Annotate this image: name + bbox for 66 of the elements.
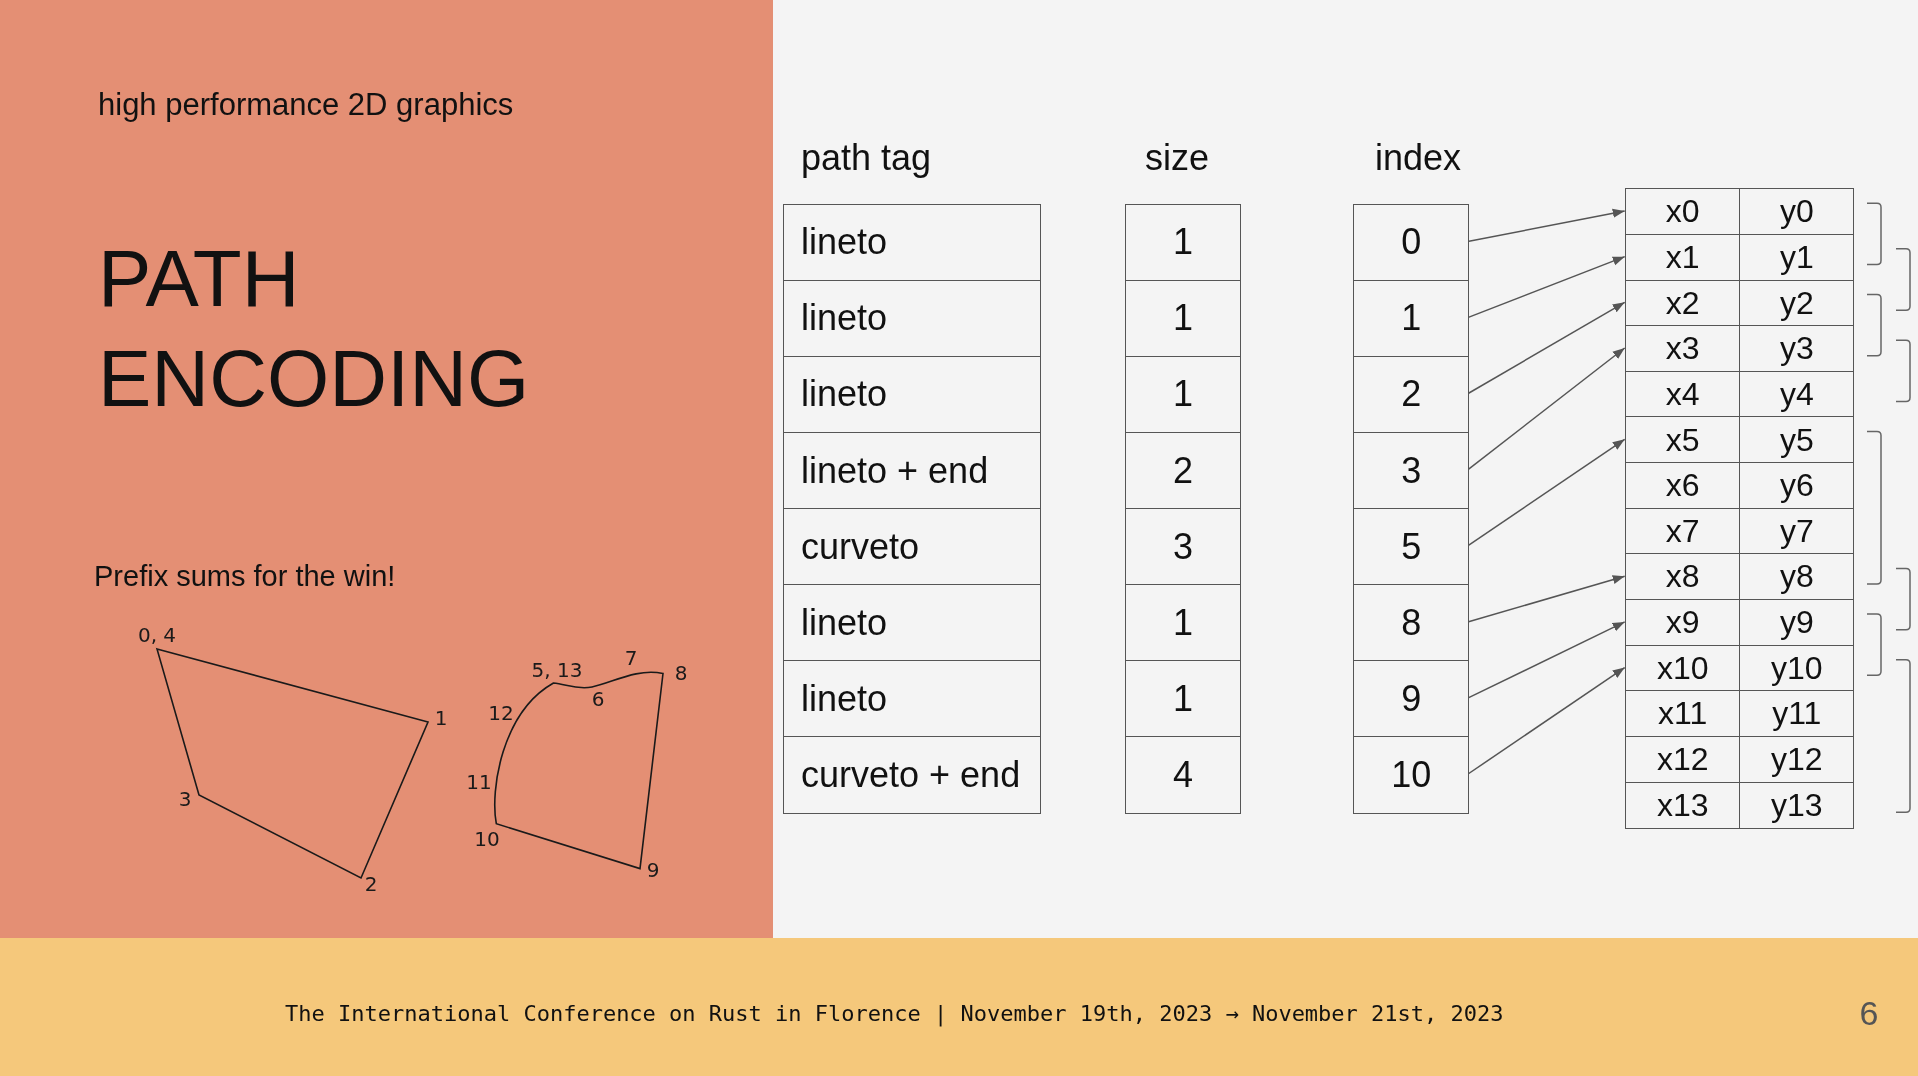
vertex-number: 2 [364,872,378,896]
coordinate-cell: y8 [1739,553,1855,601]
vertex-number: 1 [434,706,448,730]
coordinate-cell: y12 [1739,736,1855,784]
slide-title: PATH ENCODING [98,233,531,425]
coordinate-cell: x6 [1624,462,1741,510]
coordinate-cell: x11 [1624,690,1741,738]
coordinate-cell: y13 [1739,781,1855,829]
coordinate-cell: x13 [1624,781,1741,829]
path-tag-cell: curveto [783,507,1042,586]
path-tag-cell: lineto + end [783,431,1042,510]
index-cell: 8 [1353,584,1470,662]
vertex-number: 12 [488,701,514,725]
path-tag-cell: lineto [783,279,1042,358]
column-header: size [1145,137,1209,179]
vertex-number: 5, 13 [531,658,583,682]
index-cell: 5 [1353,507,1470,586]
vertex-number: 8 [674,661,688,685]
subtitle: high performance 2D graphics [98,87,514,123]
coordinate-cell: x8 [1624,553,1741,601]
path-tag-cell: lineto [783,203,1042,282]
coordinate-cell: y2 [1739,279,1855,327]
size-cell: 4 [1125,736,1241,814]
vertex-number: 3 [178,787,192,811]
size-cell: 1 [1125,660,1241,738]
page-number: 6 [1859,994,1879,1034]
coordinate-cell: y10 [1739,644,1855,692]
coordinate-cell: y5 [1739,416,1855,464]
coordinate-cell: y11 [1739,690,1855,738]
coordinate-cell: x9 [1624,599,1741,647]
index-cell: 9 [1353,660,1470,738]
coordinate-cell: y6 [1739,462,1855,510]
size-cell: 2 [1125,431,1241,510]
size-cell: 1 [1125,355,1241,434]
coordinate-cell: y7 [1739,507,1855,555]
coordinate-cell: x3 [1624,325,1741,373]
index-cell: 2 [1353,355,1470,434]
coordinate-cell: x0 [1624,188,1741,236]
vertex-number: 0, 4 [137,623,177,647]
coordinate-cell: y4 [1739,370,1855,418]
path-tag-cell: lineto [783,584,1042,662]
column-header: index [1374,137,1462,179]
index-cell: 3 [1353,431,1470,510]
size-cell: 1 [1125,279,1241,358]
vertex-number: 6 [591,687,605,711]
vertex-number: 10 [474,827,500,851]
coordinate-cell: x5 [1624,416,1741,464]
vertex-number: 11 [466,770,492,794]
index-cell: 0 [1353,203,1470,282]
path-tag-cell: curveto + end [783,736,1042,814]
coordinate-cell: y0 [1739,188,1855,236]
size-cell: 1 [1125,203,1241,282]
vertex-number: 7 [624,646,638,670]
index-cell: 10 [1353,736,1470,814]
footer-text: The International Conference on Rust in Florence | November 19th, 2023 → November 21st, 2023 [285,1001,1504,1027]
column-header: path tag [801,137,932,179]
coordinate-cell: y1 [1739,233,1855,281]
note-text: Prefix sums for the win! [94,560,396,594]
index-cell: 1 [1353,279,1470,358]
size-cell: 3 [1125,507,1241,586]
path-tag-cell: lineto [783,355,1042,434]
size-cell: 1 [1125,584,1241,662]
vertex-number: 9 [646,858,660,882]
path-tag-cell: lineto [783,660,1042,738]
coordinate-cell: y3 [1739,325,1855,373]
coordinate-cell: y9 [1739,599,1855,647]
